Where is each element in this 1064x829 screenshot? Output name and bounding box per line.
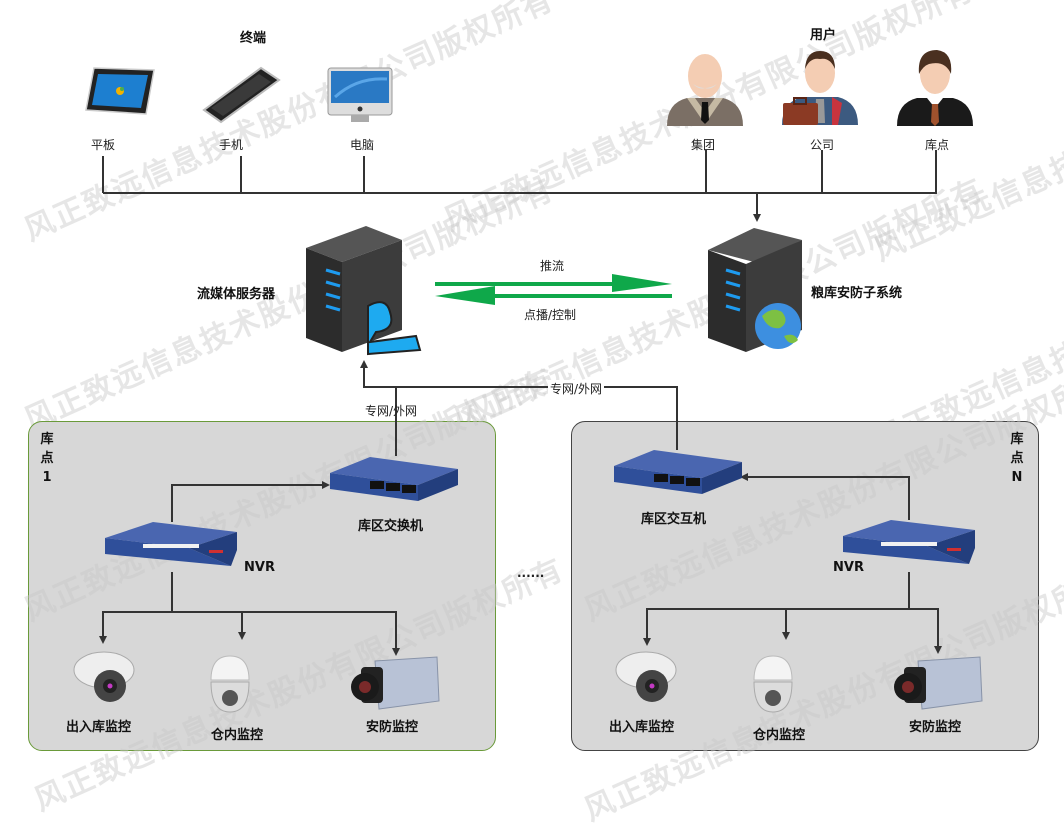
site-n-nvr-label: NVR: [833, 560, 864, 575]
terminal-label-tablet: 平板: [91, 138, 116, 152]
users-title: 用户: [810, 28, 837, 43]
switch-icon[interactable]: [614, 448, 744, 496]
user-label-group: 集团: [691, 138, 716, 152]
dome-camera-icon[interactable]: [72, 648, 142, 708]
site-1-camera-label-security: 安防监控: [366, 720, 419, 735]
terminal-label-computer: 电脑: [350, 138, 375, 152]
site-1-switch-label: 库区交换机: [358, 519, 424, 534]
security-subsystem-label: 粮库安防子系统: [811, 286, 903, 301]
elderly-man-avatar-icon: [667, 48, 743, 126]
smartphone-icon: [201, 66, 281, 124]
playback-control-label: 点播/控制: [524, 308, 577, 322]
site-n-switch-label: 库区交互机: [641, 512, 707, 527]
watermark: 风正致远信息技术股份有限公司版权所有: [869, 192, 1064, 459]
box-camera-icon[interactable]: [349, 655, 441, 713]
site-n-camera-label-inside: 仓内监控: [753, 728, 806, 743]
site-1-nvr-label: NVR: [244, 560, 275, 575]
user-label-company: 公司: [810, 138, 835, 152]
site-1-camera-label-inside: 仓内监控: [211, 728, 264, 743]
film-reel-icon: [367, 301, 422, 356]
nvr-icon[interactable]: [103, 520, 238, 570]
ptz-camera-icon[interactable]: [748, 640, 798, 715]
ptz-camera-icon[interactable]: [205, 640, 255, 715]
young-man-avatar-icon: [895, 48, 975, 126]
box-camera-icon[interactable]: [892, 655, 984, 713]
media-server-icon[interactable]: [306, 226, 426, 356]
push-stream-label: 推流: [540, 259, 565, 273]
site-title-char: 库: [1010, 432, 1024, 447]
terminals-title: 终端: [240, 31, 267, 46]
desktop-computer-icon: [327, 67, 393, 124]
network-label-site1: 专网/外网: [365, 404, 418, 418]
watermark: 风正致远信息技术股份有限公司版权所有: [19, 0, 560, 249]
watermark: 风正致远信息技术股份有限公司版权所有: [19, 172, 560, 439]
more-sites-ellipsis: ......: [517, 566, 545, 580]
watermark: 风正致远信息技术股份有限公司版权所有: [869, 2, 1064, 269]
flow-arrows: [435, 274, 672, 305]
top-bus: [102, 150, 937, 222]
site-title-char: N: [1011, 470, 1023, 485]
site-title-char: 库: [40, 432, 54, 447]
network-label-main: 专网/外网: [548, 380, 605, 397]
nvr-icon[interactable]: [841, 518, 976, 568]
user-label-depot: 库点: [925, 138, 950, 152]
terminal-label-phone: 手机: [219, 138, 244, 152]
site-title-char: 1: [42, 470, 52, 485]
site-title-char: 点: [1010, 451, 1024, 466]
web-server-globe-icon[interactable]: [706, 224, 816, 354]
media-server-label: 流媒体服务器: [197, 287, 276, 302]
dome-camera-icon[interactable]: [614, 648, 684, 708]
tablet-icon: [84, 66, 156, 116]
site-n-camera-label-entry: 出入库监控: [609, 720, 675, 735]
site-1-title: 库 点 1: [40, 430, 54, 487]
switch-icon[interactable]: [330, 455, 460, 503]
businessman-briefcase-icon: [780, 47, 860, 125]
site-1-camera-label-entry: 出入库监控: [66, 720, 132, 735]
site-n-camera-label-security: 安防监控: [909, 720, 962, 735]
site-title-char: 点: [40, 451, 54, 466]
site-n-title: 库 点 N: [1010, 430, 1024, 487]
